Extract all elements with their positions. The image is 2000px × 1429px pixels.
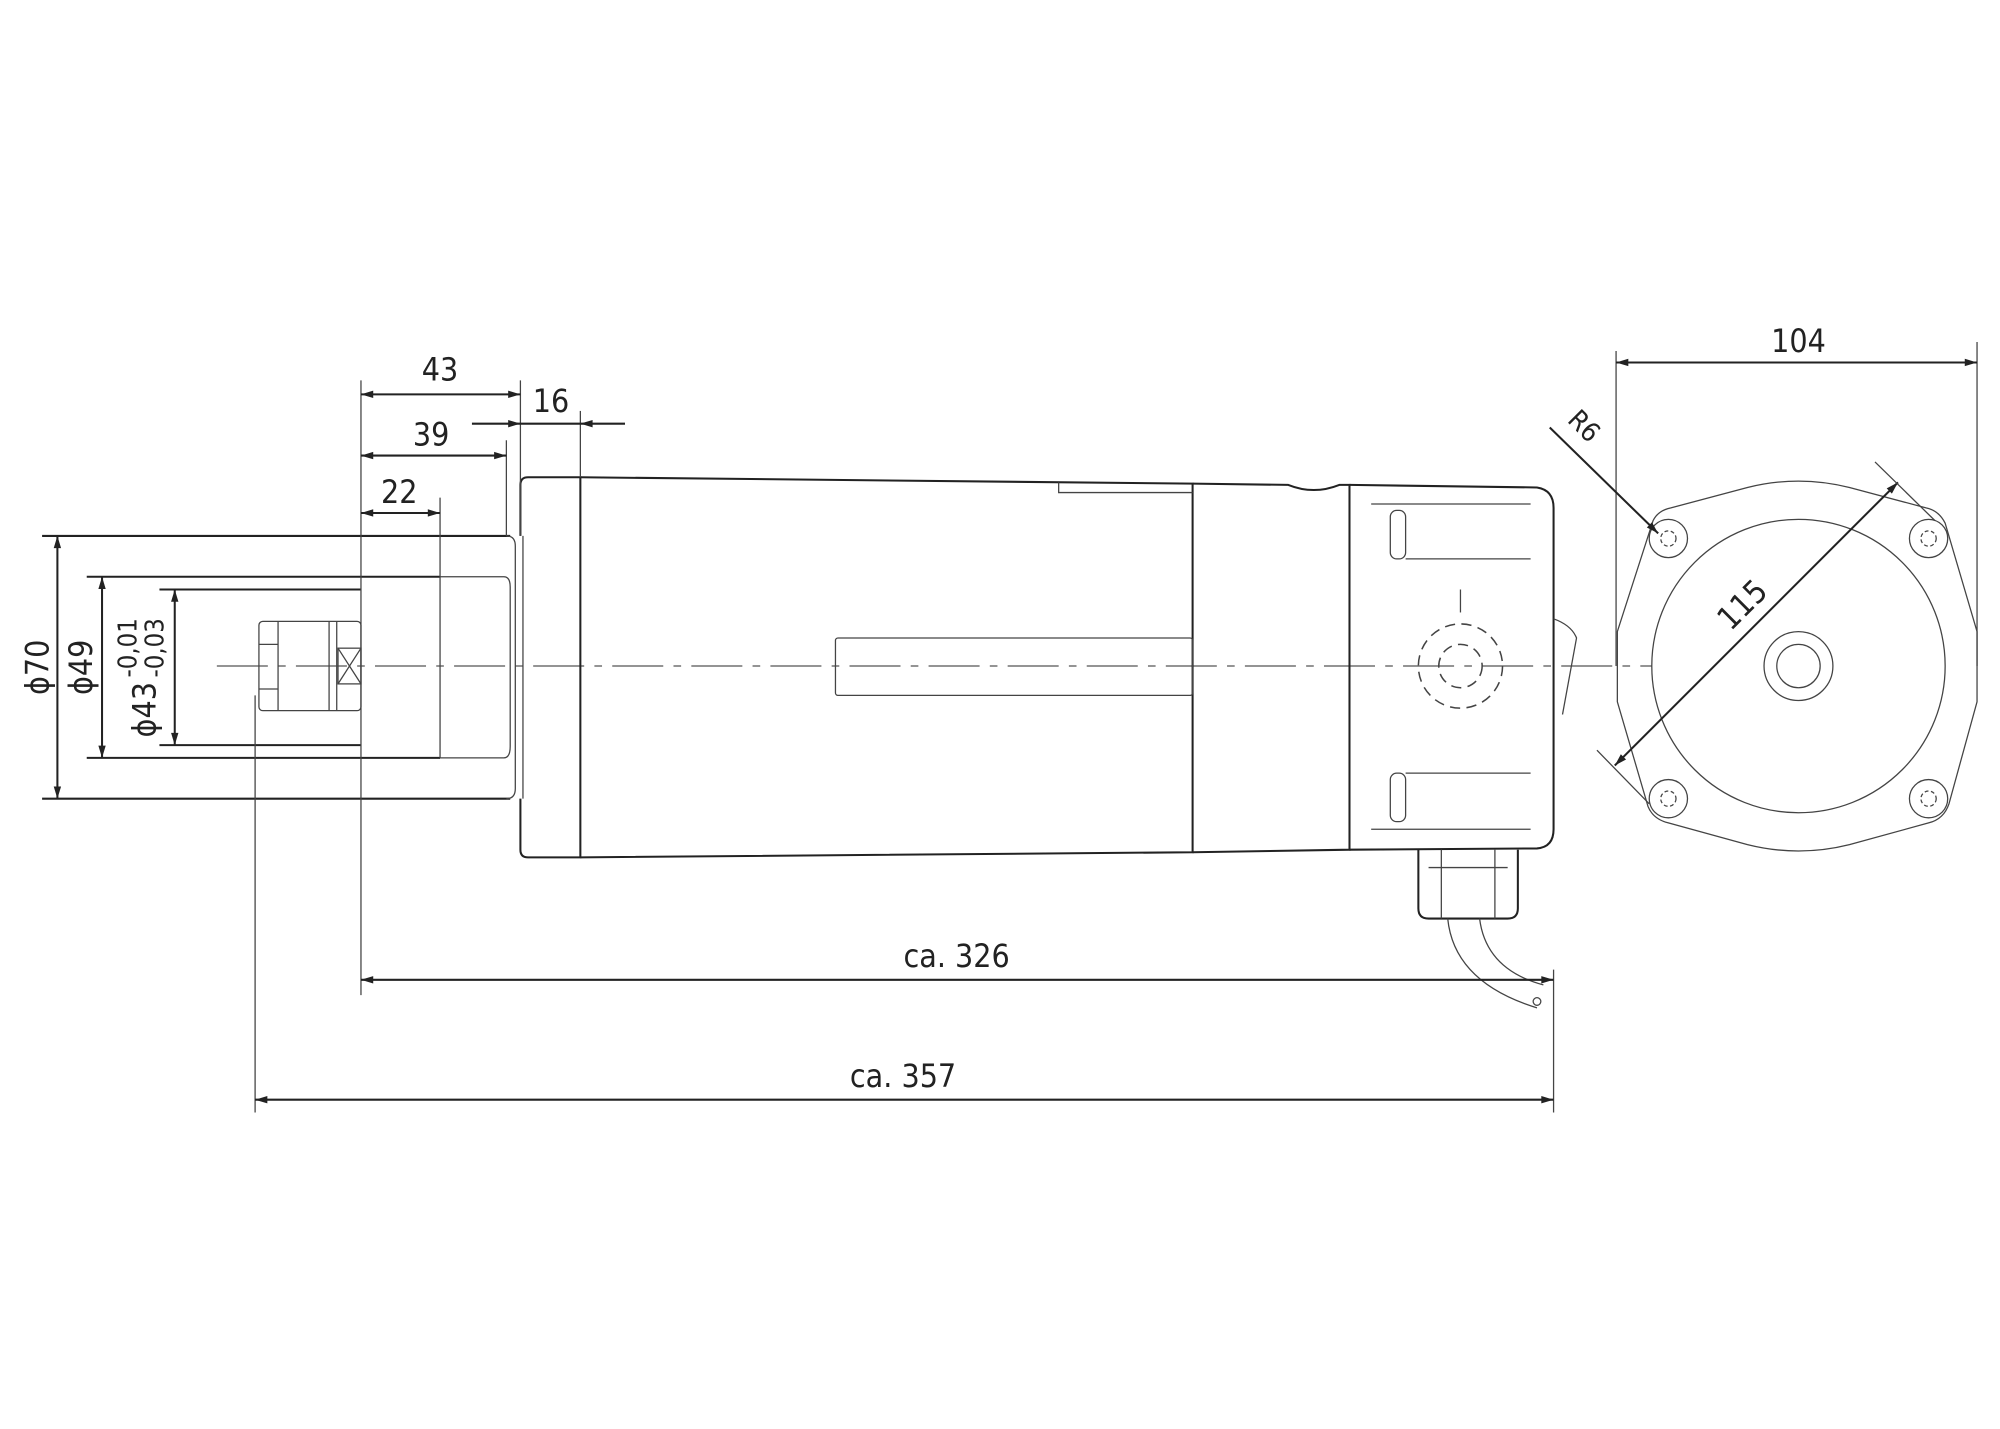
- dim-43: 43: [422, 350, 458, 388]
- dim-phi43-tol-upper: -0,01: [113, 618, 143, 677]
- dim-phi43-tol-lower: -0,03: [140, 618, 170, 677]
- dim-ca-357: ca. 357: [850, 1057, 956, 1095]
- dimension-lines: 43 16 39 22 ϕ70 ϕ49 ϕ43 -0,01 -0,03 ca. …: [18, 350, 1555, 1113]
- end-view: 104 115 R6: [1549, 322, 1978, 852]
- dim-39: 39: [413, 415, 449, 453]
- dim-phi70: ϕ70: [18, 640, 56, 695]
- dim-104: 104: [1771, 322, 1826, 360]
- dim-ca-326: ca. 326: [903, 937, 1009, 975]
- cable-gland: [1417, 849, 1544, 1009]
- mounting-bolts: [1648, 518, 1949, 819]
- dim-16: 16: [533, 382, 569, 420]
- dim-22: 22: [381, 473, 417, 511]
- dim-115: 115: [1709, 572, 1775, 638]
- shaft-hub: [1763, 630, 1834, 702]
- dim-phi43: ϕ43: [126, 682, 164, 737]
- dim-r6: R6: [1561, 404, 1606, 449]
- dashed-cover-outline: [1417, 623, 1504, 709]
- side-view: [42, 476, 1578, 1009]
- dim-phi49: ϕ49: [62, 640, 100, 695]
